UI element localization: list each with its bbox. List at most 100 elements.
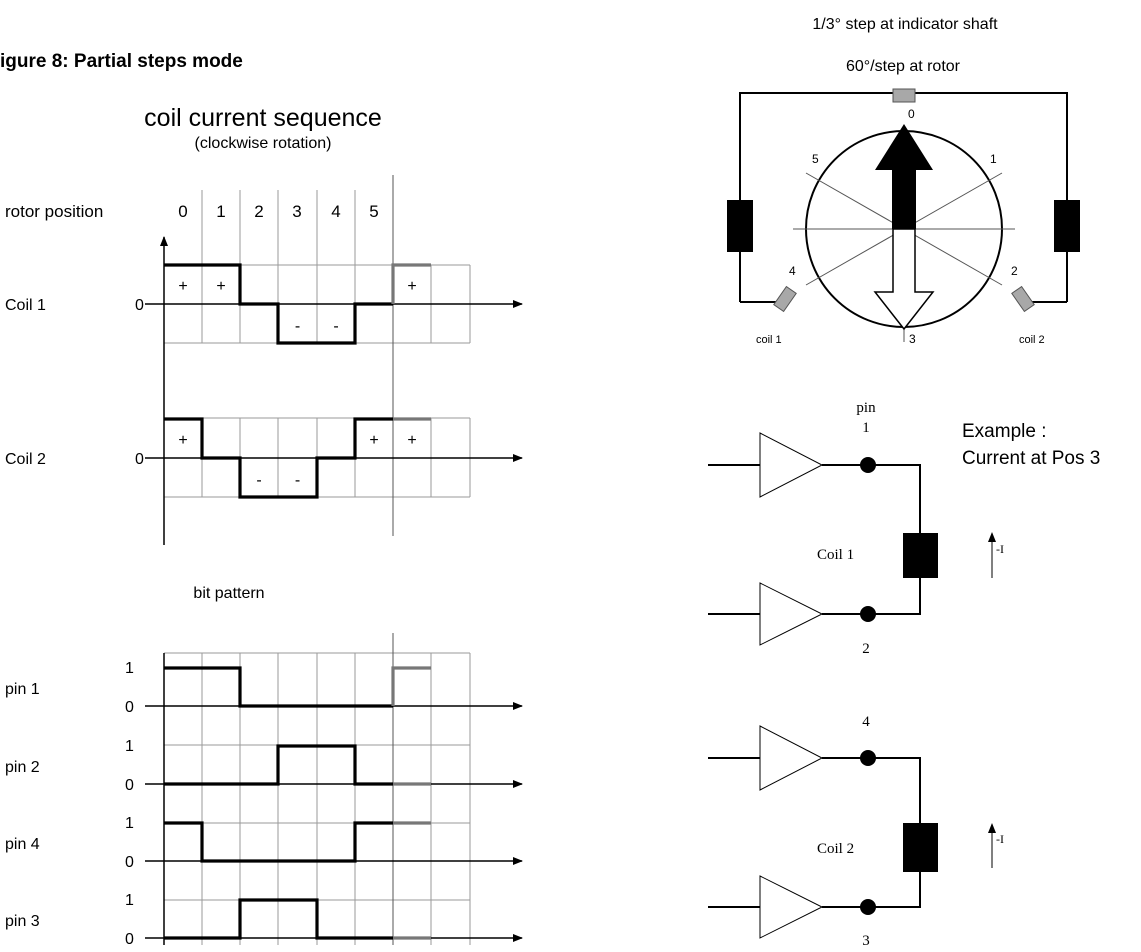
rotor-coil1-label: coil 1 xyxy=(756,334,782,346)
coil-wire xyxy=(868,757,921,826)
high-level-label: 1 xyxy=(125,892,134,909)
rotor-position-number: 3 xyxy=(909,332,916,346)
rotor-position-number: 2 xyxy=(1011,264,1018,278)
buffer-amplifier xyxy=(759,432,824,498)
polarity-mark: + xyxy=(407,432,416,449)
bit-waveform xyxy=(164,666,393,708)
pin-heading: pin xyxy=(856,400,876,416)
buffer-amplifier xyxy=(759,725,824,791)
pin-row: pin 4 1 0 xyxy=(5,815,523,871)
position0-contact-pad xyxy=(892,88,916,103)
position-number: 3 xyxy=(292,202,301,221)
pin-node xyxy=(860,899,876,915)
position2-contact-pad xyxy=(1011,285,1035,313)
figure-title: igure 8: Partial steps mode xyxy=(0,51,243,72)
position-number: 4 xyxy=(331,202,340,221)
coil-wire xyxy=(868,464,921,535)
rotor-coil2-label: coil 2 xyxy=(1019,334,1045,346)
pin-row-label: pin 4 xyxy=(5,836,40,853)
pin-number: 4 xyxy=(862,714,870,730)
pin-node xyxy=(860,606,876,622)
example-line2: Current at Pos 3 xyxy=(962,448,1100,469)
high-level-label: 1 xyxy=(125,815,134,832)
pin-row-label: pin 2 xyxy=(5,759,40,776)
timing-title: coil current sequence xyxy=(144,104,382,132)
rotor-diagram: 1/3° step at indicator shaft 60°/step at… xyxy=(727,16,1080,346)
rotor-position-number: 5 xyxy=(812,152,819,166)
polarity-mark: + xyxy=(407,278,416,295)
rotor-position-number: 1 xyxy=(990,152,997,166)
rotor-position-numbers: 0 1 2 3 4 5 xyxy=(789,107,1018,346)
polarity-mark: - xyxy=(256,472,261,489)
polarity-mark: + xyxy=(369,432,378,449)
polarity-mark: + xyxy=(216,278,225,295)
pin-row: pin 1 1 0 xyxy=(5,660,523,716)
rotor-title-line1: 1/3° step at indicator shaft xyxy=(812,16,998,33)
high-level-label: 1 xyxy=(125,660,134,677)
zero-level-label: 0 xyxy=(135,451,144,468)
pin-row: pin 3 1 0 xyxy=(5,892,523,948)
bit-pattern-title: bit pattern xyxy=(193,585,264,602)
low-level-label: 0 xyxy=(125,931,134,948)
coil-winding xyxy=(903,823,938,872)
current-label: -I xyxy=(996,542,1004,556)
pin-row: pin 2 1 0 xyxy=(5,738,523,794)
polarity-mark: - xyxy=(295,318,300,335)
pin-grid xyxy=(163,633,471,945)
bit-waveform xyxy=(164,821,393,863)
rotor-position-label: rotor position xyxy=(5,202,103,221)
position-number: 2 xyxy=(254,202,263,221)
next-step-waveform xyxy=(391,263,431,304)
rotor-position-number: 0 xyxy=(908,107,915,121)
polarity-mark: - xyxy=(295,472,300,489)
position-number-row: 0 1 2 3 4 5 xyxy=(178,202,378,221)
bit-waveform xyxy=(164,898,393,940)
coil-current-timing-diagram: coil current sequence (clockwise rotatio… xyxy=(5,104,523,948)
pin-row-label: pin 3 xyxy=(5,913,40,930)
pin-number: 1 xyxy=(862,420,870,436)
coil-row: Coil 1 0 + + - - + xyxy=(5,263,523,345)
coil-label: Coil 2 xyxy=(817,841,854,857)
low-level-label: 0 xyxy=(125,854,134,871)
low-level-label: 0 xyxy=(125,777,134,794)
rotor-position-number: 4 xyxy=(789,264,796,278)
zero-level-label: 0 xyxy=(135,297,144,314)
polarity-mark: + xyxy=(178,278,187,295)
coil-label: Coil 1 xyxy=(817,547,854,563)
position-number: 5 xyxy=(369,202,378,221)
pin-rows: pin 1 1 0 pin 2 1 0 pin 4 1 0 pin 3 1 0 xyxy=(5,660,523,948)
coil-row-label: Coil 1 xyxy=(5,297,46,314)
coil-winding xyxy=(903,533,938,578)
high-level-label: 1 xyxy=(125,738,134,755)
coil1-winding-block xyxy=(727,200,753,252)
rotor-south-arrow xyxy=(873,228,935,331)
pin-number: 2 xyxy=(862,641,870,657)
coil-row-label: Coil 2 xyxy=(5,451,46,468)
rotor-north-arrow xyxy=(875,124,933,229)
current-label: -I xyxy=(996,832,1004,846)
current-waveform xyxy=(164,263,393,345)
driver-circuit: pin Example : Current at Pos 3 1 2 Coil … xyxy=(708,400,1100,949)
bit-waveform xyxy=(164,744,393,786)
coil1-driver-circuit: 1 2 Coil 1 -I xyxy=(708,420,1004,657)
example-line1: Example : xyxy=(962,421,1046,442)
pin-number: 3 xyxy=(862,933,870,949)
position-number: 0 xyxy=(178,202,187,221)
polarity-mark: - xyxy=(333,318,338,335)
position-number: 1 xyxy=(216,202,225,221)
position4-contact-pad xyxy=(773,285,797,313)
low-level-label: 0 xyxy=(125,699,134,716)
coil2-driver-circuit: 4 3 Coil 2 -I xyxy=(708,714,1004,949)
polarity-mark: + xyxy=(178,432,187,449)
coil2-winding-block xyxy=(1054,200,1080,252)
rotor-title-line2: 60°/step at rotor xyxy=(846,58,961,75)
buffer-amplifier xyxy=(759,875,824,939)
coil-wire xyxy=(868,578,921,615)
buffer-amplifier xyxy=(759,582,824,646)
pin-row-label: pin 1 xyxy=(5,681,40,698)
next-step-waveform xyxy=(391,666,431,706)
coil-wire xyxy=(868,872,921,908)
current-waveform xyxy=(164,417,393,499)
coil-rows: Coil 1 0 + + - - + Coil 2 0 + - - + + xyxy=(5,263,523,499)
